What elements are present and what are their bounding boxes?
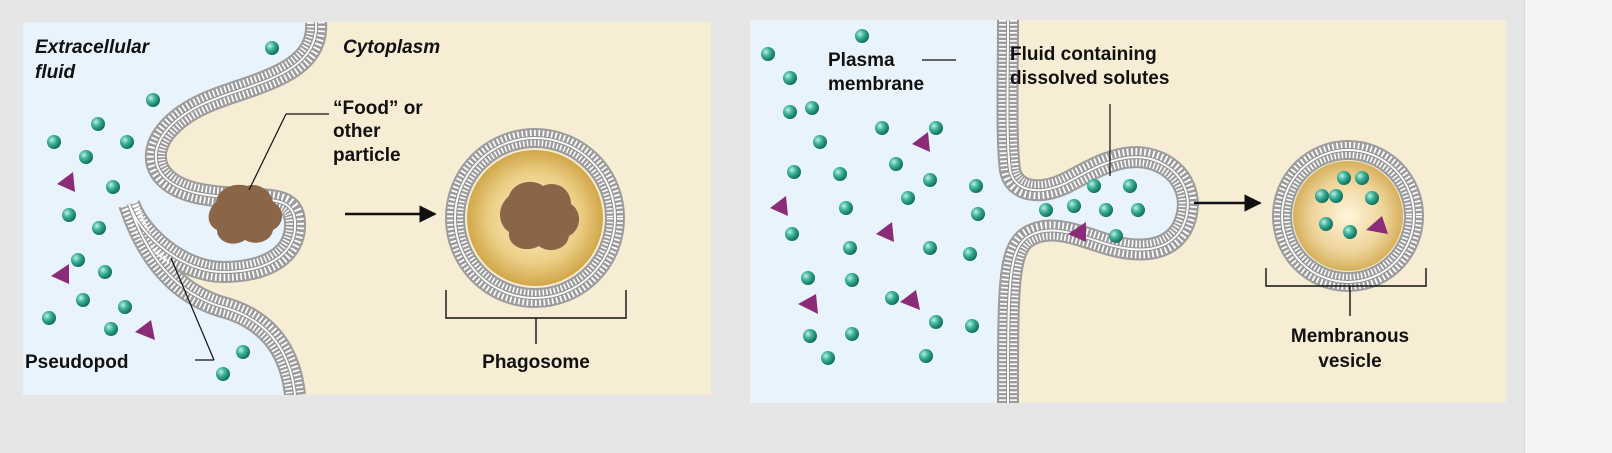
pseudopod-leader-line	[170, 257, 215, 361]
solute-particles	[42, 41, 279, 381]
extracellular-label-line1: Extracellular	[35, 37, 151, 58]
food-label-line2: other	[333, 121, 381, 142]
food-label-line1: “Food” or	[333, 98, 423, 119]
cytoplasm-label: Cytoplasm	[343, 37, 440, 58]
membrane-label-line2: membrane	[828, 74, 924, 95]
pinocytosis-diagram: Plasma membrane Fluid containing dissolv…	[750, 20, 1506, 403]
pseudopod-label: Pseudopod	[25, 352, 128, 373]
food-label-line3: particle	[333, 145, 401, 166]
side-panel	[1524, 0, 1612, 453]
membranous-vesicle	[1272, 140, 1424, 292]
phagocytosis-diagram: Extracellular fluid Cytoplasm “Food” or …	[23, 22, 711, 395]
plasma-membrane	[996, 20, 1199, 403]
vesicle-label-line1: Membranous	[1291, 326, 1409, 347]
fluid-label-line1: Fluid containing	[1010, 44, 1157, 65]
membrane-label-line1: Plasma	[828, 50, 895, 71]
triangle-particles	[51, 172, 155, 340]
phagosome	[445, 128, 625, 308]
plasma-membrane	[118, 22, 328, 395]
extracellular-label-line2: fluid	[35, 62, 75, 83]
phagocytosis-panel: Extracellular fluid Cytoplasm “Food” or …	[23, 22, 711, 395]
phagosome-food-particle	[500, 181, 580, 251]
pinocytosis-panel: Plasma membrane Fluid containing dissolv…	[750, 20, 1506, 403]
solute-particles	[761, 29, 1145, 365]
phagosome-label: Phagosome	[482, 352, 590, 373]
food-particle	[208, 184, 282, 244]
vesicle-label-line2: vesicle	[1318, 351, 1381, 372]
food-leader-line	[248, 113, 287, 191]
fluid-label-line2: dissolved solutes	[1010, 68, 1169, 89]
triangle-particles	[770, 132, 1086, 314]
vesicle-bracket	[1265, 268, 1427, 287]
